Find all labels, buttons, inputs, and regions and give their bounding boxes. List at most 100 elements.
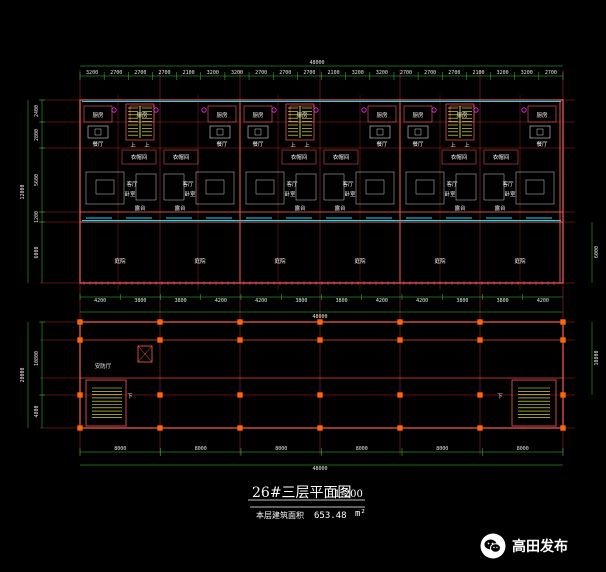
coffee-table — [365, 179, 385, 195]
kitchen-room — [367, 105, 397, 123]
structural-column — [560, 392, 566, 398]
kitchen-label: 厨房 — [92, 111, 104, 119]
lower-commercial-floor: 安防厅下下 — [77, 319, 566, 431]
balcony-label: 露台 — [134, 204, 146, 212]
stair-up-label: 上 — [464, 141, 470, 149]
closet-room — [483, 149, 519, 165]
structural-column — [477, 319, 483, 325]
garden-dimension-value: 3800 — [295, 298, 307, 304]
stair-up-label: 上 — [130, 141, 136, 149]
top-dimension-value: 2700 — [303, 70, 315, 76]
garden-dimension-value: 4200 — [537, 298, 549, 304]
bottom-dimension-value: 8000 — [356, 446, 368, 452]
bedroom-label: 卧室 — [444, 190, 456, 198]
garden-dimension-value: 3800 — [456, 298, 468, 304]
structural-column — [77, 319, 83, 325]
bed — [483, 173, 505, 201]
stair-core — [125, 103, 155, 141]
top-dimension-value: 2700 — [159, 70, 171, 76]
bottom-dimension-value: 8000 — [275, 446, 287, 452]
structural-column — [397, 337, 403, 343]
balcony-label: 露台 — [494, 204, 506, 212]
closet-label: 衣帽间 — [173, 153, 190, 161]
stair-up-label: 上 — [290, 141, 296, 149]
living-label: 客厅 — [342, 180, 354, 188]
closet-room — [323, 149, 359, 165]
left-dimension-value: 4800 — [34, 405, 40, 417]
stair-down-label: 下 — [127, 393, 133, 400]
top-dimension-value: 2700 — [448, 70, 460, 76]
coffee-table — [95, 179, 115, 195]
door-swing-icon — [431, 107, 437, 113]
top-dimension-value: 3200 — [207, 70, 219, 76]
structural-column — [237, 392, 243, 398]
top-dimension-value: 2700 — [545, 70, 557, 76]
top-dimension-value: 2100 — [328, 70, 340, 76]
stair-core — [285, 103, 315, 141]
structural-column — [560, 319, 566, 325]
stair-up-label: 上 — [450, 141, 456, 149]
garden-dimension-value: 4200 — [215, 298, 227, 304]
floor-area-label: 本层建筑面积 — [256, 510, 304, 520]
door-swing-icon — [153, 107, 159, 113]
plan-title: 26#三层平面图 — [252, 485, 352, 501]
closet-room — [281, 149, 317, 165]
dining-label: 餐厅 — [92, 140, 104, 148]
security-room-label: 安防厅 — [95, 362, 112, 370]
overall-width-top: 48000 — [309, 60, 324, 66]
stair-up-label: 上 — [144, 141, 150, 149]
floor-area-value: 653.48 — [314, 511, 347, 521]
kitchen-label: 厨房 — [412, 111, 424, 119]
closet-label: 衣帽间 — [493, 153, 510, 161]
upper-block-outline — [79, 99, 564, 284]
door-swing-icon — [271, 107, 277, 113]
kitchen-room — [207, 105, 237, 123]
bottom-dimension-value: 8000 — [517, 446, 529, 452]
dining-table-top — [536, 128, 544, 136]
structural-column — [157, 319, 163, 325]
garden-dimension-value: 4200 — [376, 298, 388, 304]
unit-pair: 厨房厨房厨房餐厅餐厅上上衣帽间衣帽间客厅客厅卧室卧室露台露台庭院庭院 — [399, 100, 561, 285]
top-dimension-value: 2700 — [255, 70, 267, 76]
dining-table-top — [414, 128, 422, 136]
top-dimension-chain: 3200 2700 2700 2700 2100 3200 3200 2700 2700 2700… — [79, 65, 564, 313]
balcony-label: 露台 — [294, 204, 306, 212]
top-dimension-value: 3200 — [376, 70, 388, 76]
dining-table — [87, 125, 109, 139]
wechat-icon — [480, 533, 506, 559]
structural-column — [317, 425, 323, 431]
structural-column — [477, 425, 483, 431]
top-dimension-value: 2700 — [279, 70, 291, 76]
stair-core — [445, 103, 475, 141]
closet-room — [163, 149, 199, 165]
structural-column — [560, 425, 566, 431]
structural-column — [477, 337, 483, 343]
top-dimension-value: 3200 — [497, 70, 509, 76]
stair-up-label: 上 — [304, 141, 310, 149]
left-dimension-total: 20000 — [20, 367, 26, 382]
coffee-table — [205, 179, 225, 195]
bed — [455, 173, 477, 201]
closet-room — [121, 149, 157, 165]
bed — [323, 173, 345, 201]
structural-column — [477, 392, 483, 398]
closet-label: 衣帽间 — [131, 153, 148, 161]
structural-column — [157, 337, 163, 343]
upper-residential-units: 厨房厨房厨房餐厅餐厅上上衣帽间衣帽间客厅客厅卧室卧室露台露台庭院庭院厨房厨房厨房… — [79, 100, 561, 285]
bed — [295, 173, 317, 201]
top-dimension-value: 2700 — [424, 70, 436, 76]
garden-dimension-value: 4200 — [416, 298, 428, 304]
left-dimension-value: 2400 — [34, 105, 40, 117]
kitchen-label: 厨房 — [536, 111, 548, 119]
sofa-set — [405, 171, 445, 205]
right-dimension-value: 6000 — [594, 246, 600, 258]
living-label: 客厅 — [126, 180, 138, 188]
dining-label: 餐厅 — [412, 140, 424, 148]
structural-column — [560, 337, 566, 343]
overall-width-mid: 48000 — [312, 314, 327, 320]
kitchen-room — [527, 105, 557, 123]
top-dimension-value: 3200 — [231, 70, 243, 76]
